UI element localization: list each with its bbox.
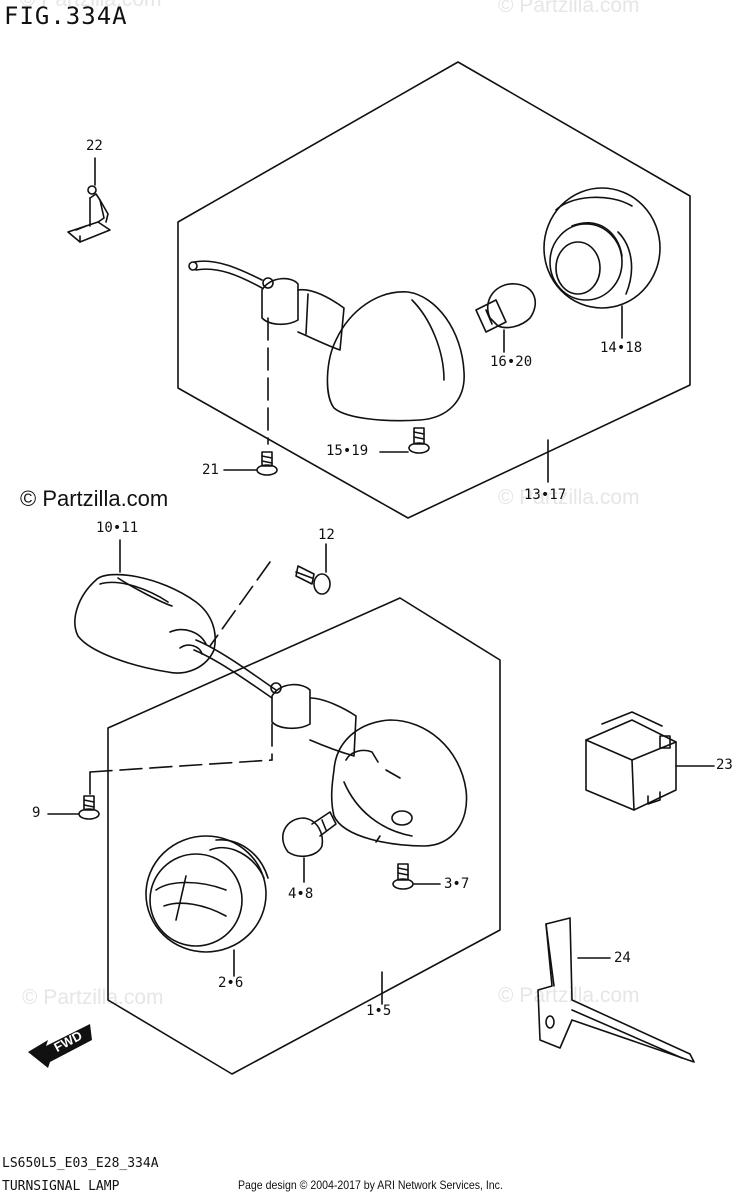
callout-22: 22 (86, 138, 103, 154)
callout-2-6: 2•6 (218, 975, 244, 991)
callout-10-11: 10•11 (96, 520, 139, 536)
watermark: © Partzilla.com (498, 486, 640, 509)
assembly-outline-lower (107, 597, 501, 1075)
figure-title: FIG.334A (4, 2, 128, 30)
callout-14-18: 14•18 (600, 340, 643, 356)
part-9-screw (78, 795, 100, 820)
part-1-lamp-housing-lower (270, 682, 468, 847)
callout-1-5: 1•5 (366, 1003, 392, 1019)
callout-4-8: 4•8 (288, 886, 314, 902)
callout-16-20: 16•20 (490, 354, 533, 370)
watermark: © Partzilla.com (498, 0, 640, 17)
watermark: © Partzilla.com (22, 986, 164, 1009)
callout-21: 21 (202, 462, 219, 478)
callout-15-19: 15•19 (326, 443, 369, 459)
part-13-lamp-housing-upper (188, 260, 465, 422)
callout-24: 24 (614, 950, 631, 966)
fwd-arrow-icon: FWD (28, 1024, 92, 1068)
callout-3-7: 3•7 (444, 876, 470, 892)
callout-12: 12 (318, 527, 335, 543)
watermark-prominent: © Partzilla.com (20, 486, 169, 511)
part-10-cover (74, 573, 216, 674)
figure-code: LS650L5_E03_E28_334A (2, 1156, 159, 1171)
part-12-screw (295, 565, 331, 595)
part-21-screw (256, 451, 278, 476)
part-2-lens-lower (145, 835, 269, 953)
part-3-screw (392, 863, 414, 890)
center-line-12 (209, 561, 271, 647)
assembly-outline-upper (177, 61, 691, 519)
wire-lower (195, 639, 277, 691)
part-4-bulb-lower (282, 811, 337, 858)
part-16-bulb-upper (475, 283, 537, 333)
callout-23: 23 (716, 757, 733, 773)
watermark: © Partzilla.com (498, 984, 640, 1007)
part-14-lens-ring-upper (543, 187, 661, 309)
callout-9: 9 (32, 805, 41, 821)
part-22-clip (67, 185, 111, 243)
figure-name: TURNSIGNAL LAMP (2, 1179, 120, 1194)
part-23-relay (585, 711, 677, 811)
page-credit: Page design © 2004-2017 by ARI Network S… (238, 1178, 503, 1192)
callout-13-17: 13•17 (524, 487, 567, 503)
part-15-screw (408, 427, 430, 454)
watermark: © Partzilla.com (20, 0, 162, 12)
part-24-bracket (537, 917, 695, 1063)
